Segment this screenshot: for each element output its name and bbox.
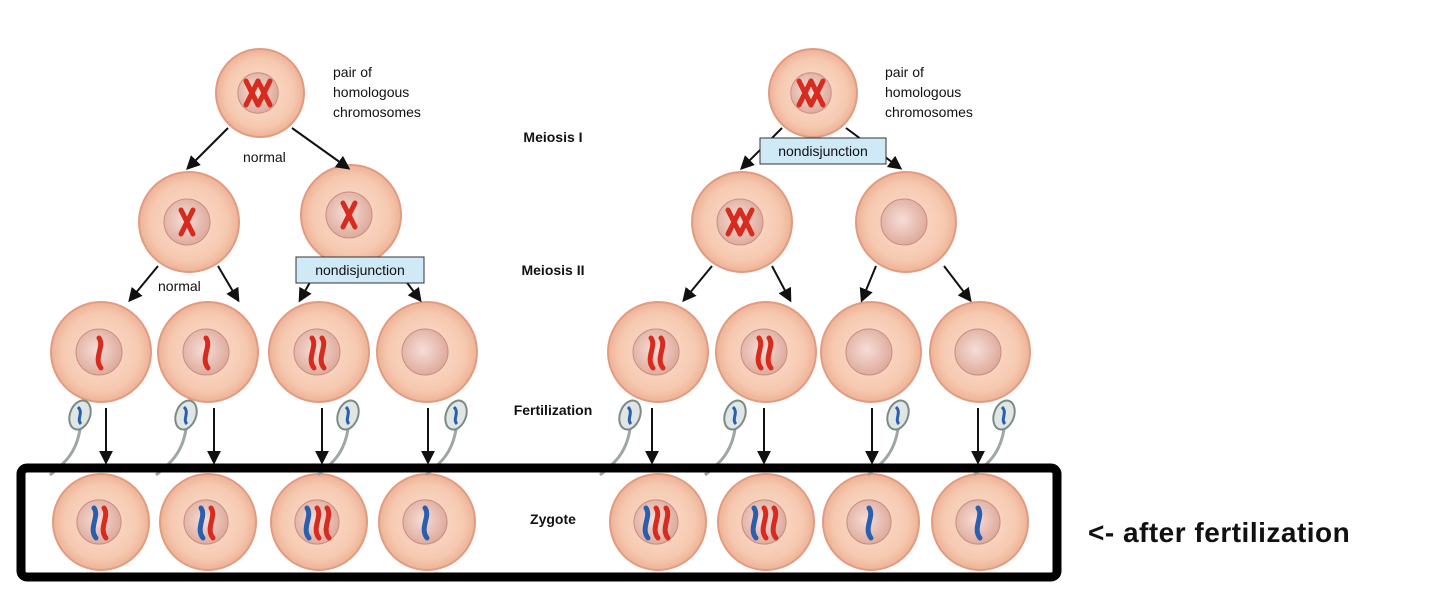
right-zygote-1 (609, 473, 707, 571)
left-m1-arrow-left (186, 127, 229, 170)
right-m2-arrow-3 (859, 265, 877, 303)
left-top-label-line1: pair of (333, 64, 372, 80)
right-gamete-1 (607, 301, 709, 403)
right-zygote-2 (717, 473, 815, 571)
right-zygote-3 (822, 473, 920, 571)
right-gamete-2 (715, 301, 817, 403)
left-m1-arrow-right (291, 127, 351, 170)
left-top-label-line3: chromosomes (333, 104, 421, 120)
right-top-label-line3: chromosomes (885, 104, 973, 120)
left-m1-daughter-a (138, 171, 240, 273)
left-sperm-3 (317, 399, 360, 477)
stage-meiosis2-label: Meiosis II (521, 262, 584, 278)
stage-fertilization-label: Fertilization (514, 402, 593, 418)
left-zygote-3 (270, 473, 368, 571)
cells-layer (50, 48, 1031, 571)
right-nondisjunction-box: nondisjunction (759, 137, 887, 165)
left-sperm-2 (155, 399, 198, 477)
left-m2-arrow-2 (217, 265, 240, 303)
right-top-label-line2: homologous (885, 84, 961, 100)
left-nondisjunction-box: nondisjunction (295, 256, 425, 284)
right-sperm-4 (973, 399, 1016, 477)
right-parent-cell (768, 48, 858, 138)
right-zygote-4 (931, 473, 1029, 571)
right-m1-daughter-b (855, 171, 957, 273)
right-sperm-2 (704, 399, 747, 477)
zygote-highlight-frame (16, 463, 1062, 582)
left-gamete-4 (376, 301, 478, 403)
left-parent-cell (215, 48, 305, 138)
right-sperm-3 (867, 399, 910, 477)
right-m1-daughter-a (691, 171, 793, 273)
right-m2-arrow-4 (943, 265, 972, 303)
right-gamete-4 (929, 301, 1031, 403)
left-zygote-4 (378, 473, 476, 571)
left-gamete-3 (268, 301, 370, 403)
right-sperm-1 (599, 399, 642, 477)
right-top-label-line1: pair of (885, 64, 924, 80)
left-m2-arrow-1 (128, 265, 159, 303)
left-gamete-1 (50, 301, 152, 403)
stage-meiosis1-label: Meiosis I (523, 129, 582, 145)
left-sperm-1 (49, 399, 92, 477)
left-sperm-4 (425, 399, 468, 477)
left-zygote-1 (52, 473, 150, 571)
after-fertilization-caption: <- after fertilization (1088, 517, 1350, 548)
right-m2-arrow-2 (771, 265, 792, 303)
left-m1-daughter-b (300, 164, 402, 266)
right-nondisjunction-label: nondisjunction (778, 143, 868, 159)
stage-zygote-label: Zygote (530, 511, 576, 527)
left-meiosis1-normal-label: normal (243, 149, 286, 165)
left-meiosis2-normal-label: normal (158, 278, 201, 294)
left-zygote-2 (159, 473, 257, 571)
right-gamete-3 (820, 301, 922, 403)
left-nondisjunction-label: nondisjunction (315, 262, 405, 278)
right-m2-arrow-1 (682, 265, 713, 303)
left-gamete-2 (157, 301, 259, 403)
left-top-label-line2: homologous (333, 84, 409, 100)
